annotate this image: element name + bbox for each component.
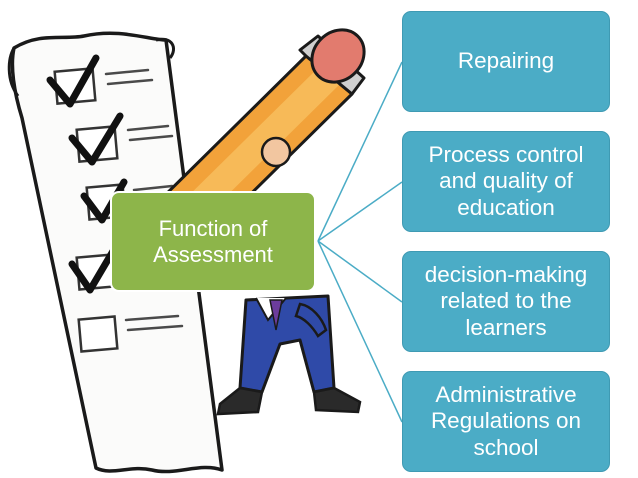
connectors (317, 61, 403, 423)
checkbox-1 (46, 54, 100, 108)
connector-2 (317, 181, 403, 242)
branch-node-decision-making: decision-making related to the learners (402, 251, 610, 352)
branch-node-process-control: Process control and quality of education (402, 131, 610, 232)
connector-1 (317, 61, 403, 242)
branch-label: Process control and quality of education (428, 142, 584, 220)
checkbox-5 (77, 315, 119, 353)
checkbox-4 (68, 242, 120, 294)
branch-label: decision-making related to the learners (424, 262, 588, 340)
connector-4 (317, 240, 403, 423)
checklist-lines (104, 68, 184, 332)
checkbox-2 (68, 112, 124, 166)
branch-label: Repairing (457, 48, 555, 74)
branch-label: Administrative Regulations on school (430, 382, 582, 460)
branch-node-administrative: Administrative Regulations on school (402, 371, 610, 472)
center-node-label: Function of Assessment (153, 215, 273, 267)
connector-3 (317, 240, 403, 303)
branch-node-repairing: Repairing (402, 11, 610, 112)
person (216, 136, 362, 416)
center-node: Function of Assessment (110, 191, 316, 292)
